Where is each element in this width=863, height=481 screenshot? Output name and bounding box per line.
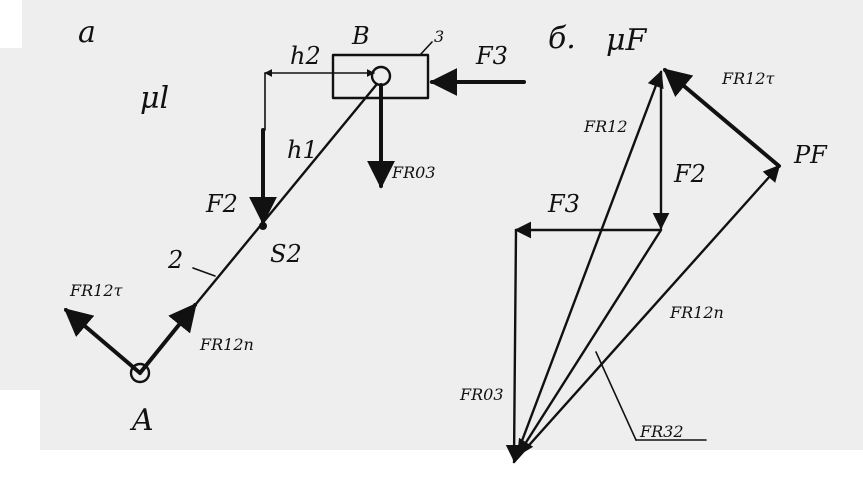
- FR12-label-b: FR12: [583, 117, 628, 136]
- h1-label: h1: [287, 136, 318, 164]
- FR32-leader: [595, 351, 637, 441]
- link-3-leader: [419, 41, 433, 56]
- h2-label: h2: [290, 42, 321, 70]
- panel-b-label: б.: [548, 21, 576, 56]
- FR12-tau-arrow-a: [63, 308, 142, 375]
- F3-label: F3: [475, 42, 508, 70]
- scan-margin-corner: [0, 0, 22, 48]
- point-A-label: A: [129, 403, 154, 438]
- link-3-label: 3: [434, 27, 444, 46]
- FR12-tau-label-b: FR12τ: [721, 69, 776, 88]
- FR12-n-arrow-a: [138, 302, 197, 375]
- FR12-n-label-b: FR12n: [669, 303, 724, 322]
- FR32-vector: [516, 228, 663, 457]
- FR03-label: FR03: [391, 163, 436, 182]
- panel-b-scale-label: μF: [606, 23, 647, 58]
- FR03-label-b: FR03: [459, 385, 504, 404]
- pole-PF-label: PF: [793, 141, 828, 169]
- point-S2-label: S2: [270, 240, 302, 268]
- point-B-label: B: [351, 22, 370, 50]
- panel-b-force-polygon: б. μF FR12τ PF F2 F3 FR03 FR12 FR12n FR3…: [459, 21, 828, 464]
- FR12-tau-label-a: FR12τ: [69, 281, 124, 300]
- FR12-n-label-a: FR12n: [199, 335, 254, 354]
- panel-a-label: а: [78, 15, 96, 50]
- link-2-label: 2: [167, 246, 183, 274]
- joint-A-circle: [129, 362, 151, 384]
- FR32-label: FR32: [639, 422, 684, 441]
- FR12-vector: [512, 70, 664, 464]
- link-2-leader: [192, 267, 216, 277]
- panel-a-linkage: а μl B 3 A 2 S2 h2 h1 F2 F3 FR03: [63, 15, 526, 438]
- FR12-tau-vector: [662, 68, 781, 168]
- F2-label-b: F2: [673, 160, 706, 188]
- paper-sheet: [0, 0, 863, 450]
- F3-label-b: F3: [547, 190, 580, 218]
- F2-label: F2: [205, 190, 238, 218]
- FR12-n-vector: [512, 164, 781, 464]
- FR03-vector: [505, 228, 523, 462]
- panel-a-scale-label: μl: [140, 81, 169, 116]
